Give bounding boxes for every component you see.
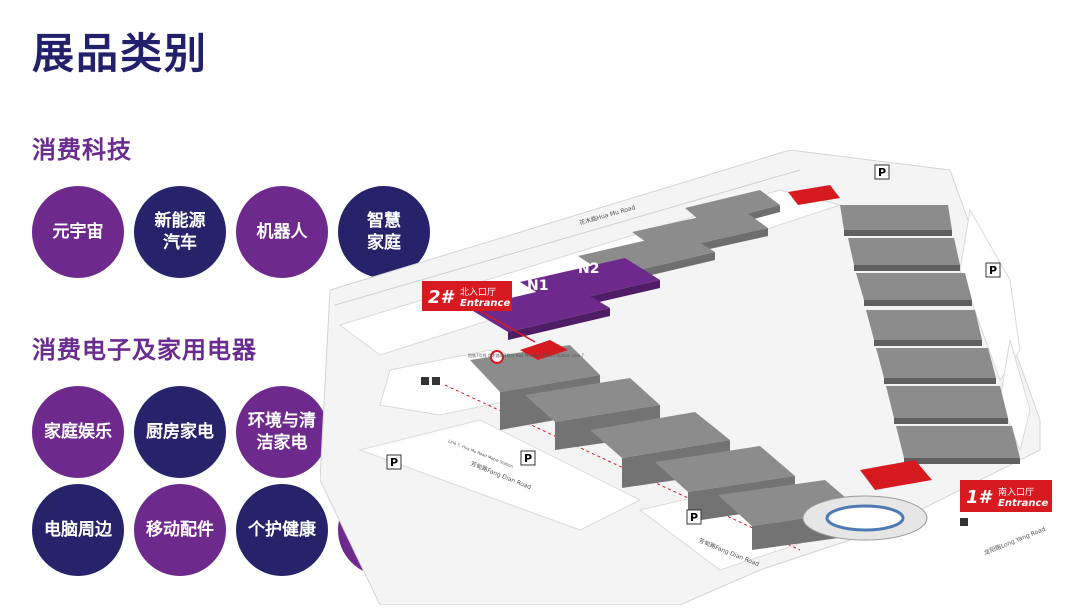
category-personal-care: 个护健康 (236, 484, 328, 576)
south-entrance-sign: 1# 南入口厅 Entrance (960, 480, 1052, 512)
roundabout-inner (825, 504, 905, 532)
metro-station-label: 地铁7号线 花木路站1号口 Hua Mu Road Metro Station … (468, 352, 584, 358)
east-halls-shadow (844, 230, 1020, 464)
parking-label: P (690, 511, 698, 524)
parking-label: P (878, 166, 886, 179)
category-new-energy-vehicle: 新能源 汽车 (134, 186, 226, 278)
taxi-icon (432, 377, 440, 385)
metro-icon (490, 350, 504, 364)
hall-n2-label: N2 (578, 261, 599, 277)
page-title: 展品类别 (32, 29, 209, 78)
bus-icon (421, 377, 429, 385)
category-kitchen-appliances: 厨房家电 (134, 386, 226, 478)
north-halls (468, 185, 840, 340)
metro-red-building (520, 340, 568, 360)
south-entrance-number: 1# (966, 487, 994, 508)
category-home-entertainment: 家庭娱乐 (32, 386, 124, 478)
parking-label: P (989, 264, 997, 277)
north-entrance-sign: 2# 北入口厅 Entrance (422, 281, 536, 343)
parking-label: P (390, 456, 398, 469)
metro-line (444, 384, 801, 551)
south-entrance-en: Entrance (998, 498, 1048, 509)
road-label-longyang: 龙阳路Long Yang Road (983, 525, 1047, 557)
south-entrance-building (860, 460, 932, 490)
hall-n1 (468, 284, 610, 332)
north-entrance-en: Entrance (460, 298, 510, 309)
north-red-building (788, 185, 840, 205)
category-computer-peripherals: 电脑周边 (32, 484, 124, 576)
section-heading-consumer-tech: 消费科技 (32, 136, 132, 164)
south-entrance-cn: 南入口厅 (998, 486, 1034, 498)
hall-n1-label: N1 (527, 278, 548, 294)
category-metaverse: 元宇宙 (32, 186, 124, 278)
north-entrance-cn: 北入口厅 (460, 287, 496, 298)
category-environment-cleaning: 环境与清 洁家电 (236, 386, 328, 478)
venue-map: N2 N1 2# (320, 150, 1052, 605)
east-halls (840, 205, 1020, 458)
parking-markers: P P P P P (386, 164, 1001, 525)
category-robot: 机器人 (236, 186, 328, 278)
parking-label: P (524, 452, 532, 465)
section-heading-consumer-electronics: 消费电子及家用电器 (32, 336, 257, 364)
bus-icon-south (960, 518, 968, 526)
category-smart-home: 智慧 家庭 (338, 186, 430, 278)
north-entrance-number: 2# (428, 287, 456, 308)
south-halls (470, 340, 860, 550)
category-mobile-accessories: 移动配件 (134, 484, 226, 576)
